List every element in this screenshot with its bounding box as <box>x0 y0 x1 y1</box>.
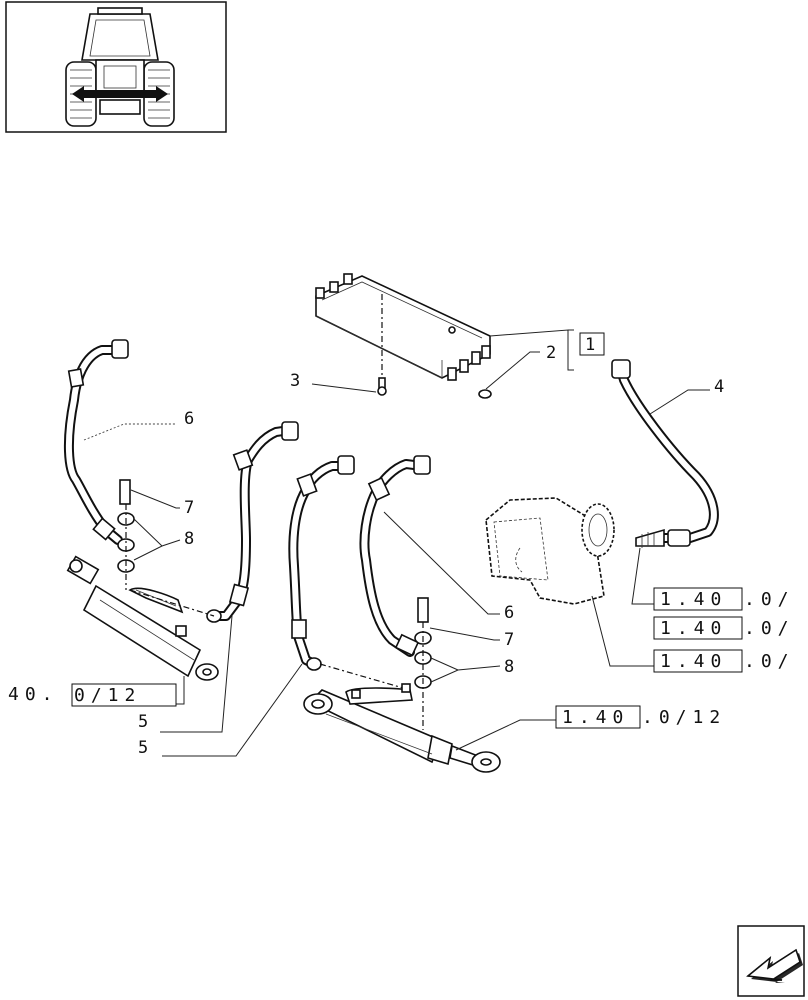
callout-8-left: 8 <box>184 529 197 549</box>
hose-6-left <box>63 339 129 545</box>
callout-2: 2 <box>546 343 559 363</box>
ref-tail-1: .0/ <box>744 589 795 610</box>
hose-5-middle <box>288 455 355 671</box>
callout-7-left: 7 <box>184 498 197 518</box>
bolt-7-right <box>417 597 429 623</box>
ref-head-40: 40. <box>8 684 59 705</box>
callout-4: 4 <box>714 377 727 397</box>
ref-box-4[interactable]: 1.40 <box>562 707 629 728</box>
callout-3: 3 <box>290 371 303 391</box>
bolt-7-left <box>119 479 131 505</box>
hose-4 <box>611 359 719 548</box>
ref-box-2[interactable]: 1.40 <box>660 618 727 639</box>
callout-6-left: 6 <box>184 409 197 429</box>
ref-box-0-12[interactable]: 0/12 <box>74 685 141 706</box>
hydraulic-cylinder-right <box>303 683 501 773</box>
callout-8-right: 8 <box>504 657 517 677</box>
hydraulic-cylinder-left <box>66 555 219 681</box>
ref-tail-2: .0/ <box>744 618 795 639</box>
o-ring-2 <box>478 389 492 399</box>
steering-valve-housing <box>485 497 615 605</box>
next-page-arrow-icon[interactable] <box>737 925 805 997</box>
tractor-thumbnail-icon[interactable] <box>5 1 227 133</box>
ref-tail-3: .0/ <box>744 651 795 672</box>
callout-5-left: 5 <box>138 712 151 732</box>
callout-5-middle: 5 <box>138 738 151 758</box>
ref-box-1[interactable]: 1.40 <box>660 589 727 610</box>
callout-1: 1 <box>585 335 598 355</box>
ref-box-3[interactable]: 1.40 <box>660 651 727 672</box>
hose-6-right <box>359 455 431 657</box>
ref-tail-4: .0/12 <box>642 707 726 728</box>
callout-6-right: 6 <box>504 603 517 623</box>
callout-7-right: 7 <box>504 630 517 650</box>
valve-block <box>315 273 491 381</box>
hose-5-left <box>206 421 299 623</box>
